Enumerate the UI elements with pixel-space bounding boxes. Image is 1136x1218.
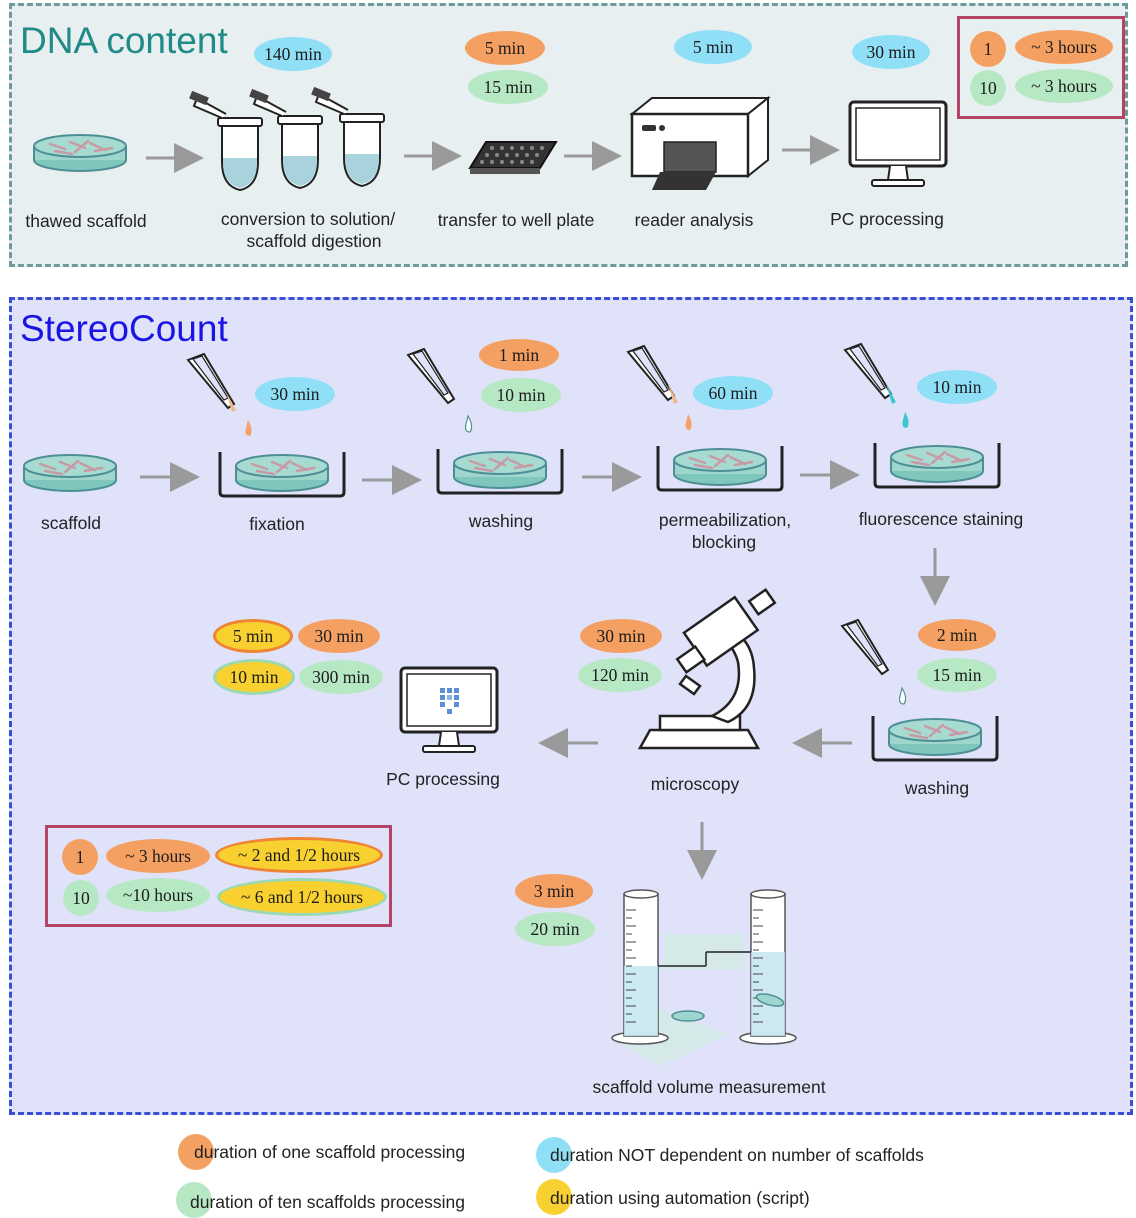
label-scaffold: scaffold [41, 513, 101, 533]
dna-content-title: DNA content [20, 20, 228, 61]
legend-automation-swatch [536, 1179, 572, 1215]
dna-summary-ten-time: ~ 3 hours [1015, 69, 1113, 103]
time-dna-pc: 30 min [852, 35, 930, 69]
time-microscopy-one: 30 min [580, 619, 662, 653]
time-pc-automated-one: 5 min [213, 619, 293, 653]
label-washing-1: washing [468, 511, 534, 531]
label-reader-analysis: reader analysis [634, 210, 754, 230]
plate-reader-icon [629, 95, 771, 190]
time-permeabilization: 60 min [693, 376, 773, 410]
label-dna-pc-processing: PC processing [830, 209, 944, 229]
stereocount-panel [9, 297, 1133, 1115]
legend-one-scaffold-swatch [178, 1134, 214, 1170]
dna-summary-ten-count: 10 [970, 70, 1006, 106]
time-pc-ten: 300 min [299, 660, 383, 694]
label-conversion-line1: conversion to solution/ [220, 209, 396, 229]
time-washing2-ten: 15 min [917, 658, 997, 692]
label-fluorescence-staining: fluorescence staining [858, 509, 1024, 529]
microscope-icon [637, 587, 777, 750]
time-pc-automated-ten: 10 min [213, 659, 295, 695]
time-washing1-one: 1 min [479, 339, 559, 371]
label-microscopy: microscopy [650, 774, 740, 794]
time-transfer-one: 5 min [465, 31, 545, 65]
sc-summary-one-count: 1 [62, 839, 98, 875]
label-washing-2: washing [904, 778, 970, 798]
label-thawed-scaffold: thawed scaffold [25, 211, 147, 231]
sc-summary-ten-time: ~10 hours [106, 878, 210, 912]
legend-ten-scaffolds: duration of ten scaffolds processing [190, 1192, 465, 1212]
dna-summary-one-time: ~ 3 hours [1015, 30, 1113, 64]
legend-independent-swatch [536, 1137, 572, 1173]
legend-one-scaffold: duration of one scaffold processing [194, 1142, 466, 1162]
dna-summary-one-count: 1 [970, 31, 1006, 67]
label-blocking: blocking [691, 532, 757, 552]
sc-summary-one-automated: ~ 2 and 1/2 hours [215, 837, 383, 873]
sc-summary-ten-automated: ~ 6 and 1/2 hours [217, 878, 387, 916]
legend-ten-scaffolds-swatch [176, 1182, 212, 1218]
legend-automation: duration using automation (script) [550, 1188, 810, 1208]
label-permeabilization: permeabilization, [658, 510, 792, 530]
time-transfer-ten: 15 min [468, 70, 548, 104]
fiji-logo-icon [440, 688, 459, 714]
stereocount-title: StereoCount [20, 308, 228, 349]
time-washing2-one: 2 min [918, 619, 996, 651]
time-reader: 5 min [674, 30, 752, 64]
time-pc-one: 30 min [298, 619, 380, 653]
time-fixation: 30 min [255, 377, 335, 411]
label-fixation: fixation [249, 514, 305, 534]
time-washing1-ten: 10 min [481, 378, 561, 412]
graduated-cylinders-icon [611, 889, 797, 1066]
sc-summary-one-time: ~ 3 hours [106, 839, 210, 873]
time-staining: 10 min [917, 370, 997, 404]
time-microscopy-ten: 120 min [578, 658, 662, 692]
time-volume-ten: 20 min [515, 912, 595, 946]
time-volume-one: 3 min [515, 874, 593, 908]
label-transfer-well-plate: transfer to well plate [437, 210, 595, 230]
label-scaffold-volume: scaffold volume measurement [592, 1077, 826, 1097]
label-stereo-pc-processing: PC processing [386, 769, 500, 789]
label-conversion-line2: scaffold digestion [246, 231, 382, 251]
sc-summary-ten-count: 10 [63, 880, 99, 916]
time-digestion: 140 min [254, 37, 332, 71]
legend-independent: duration NOT dependent on number of scaf… [550, 1145, 924, 1165]
